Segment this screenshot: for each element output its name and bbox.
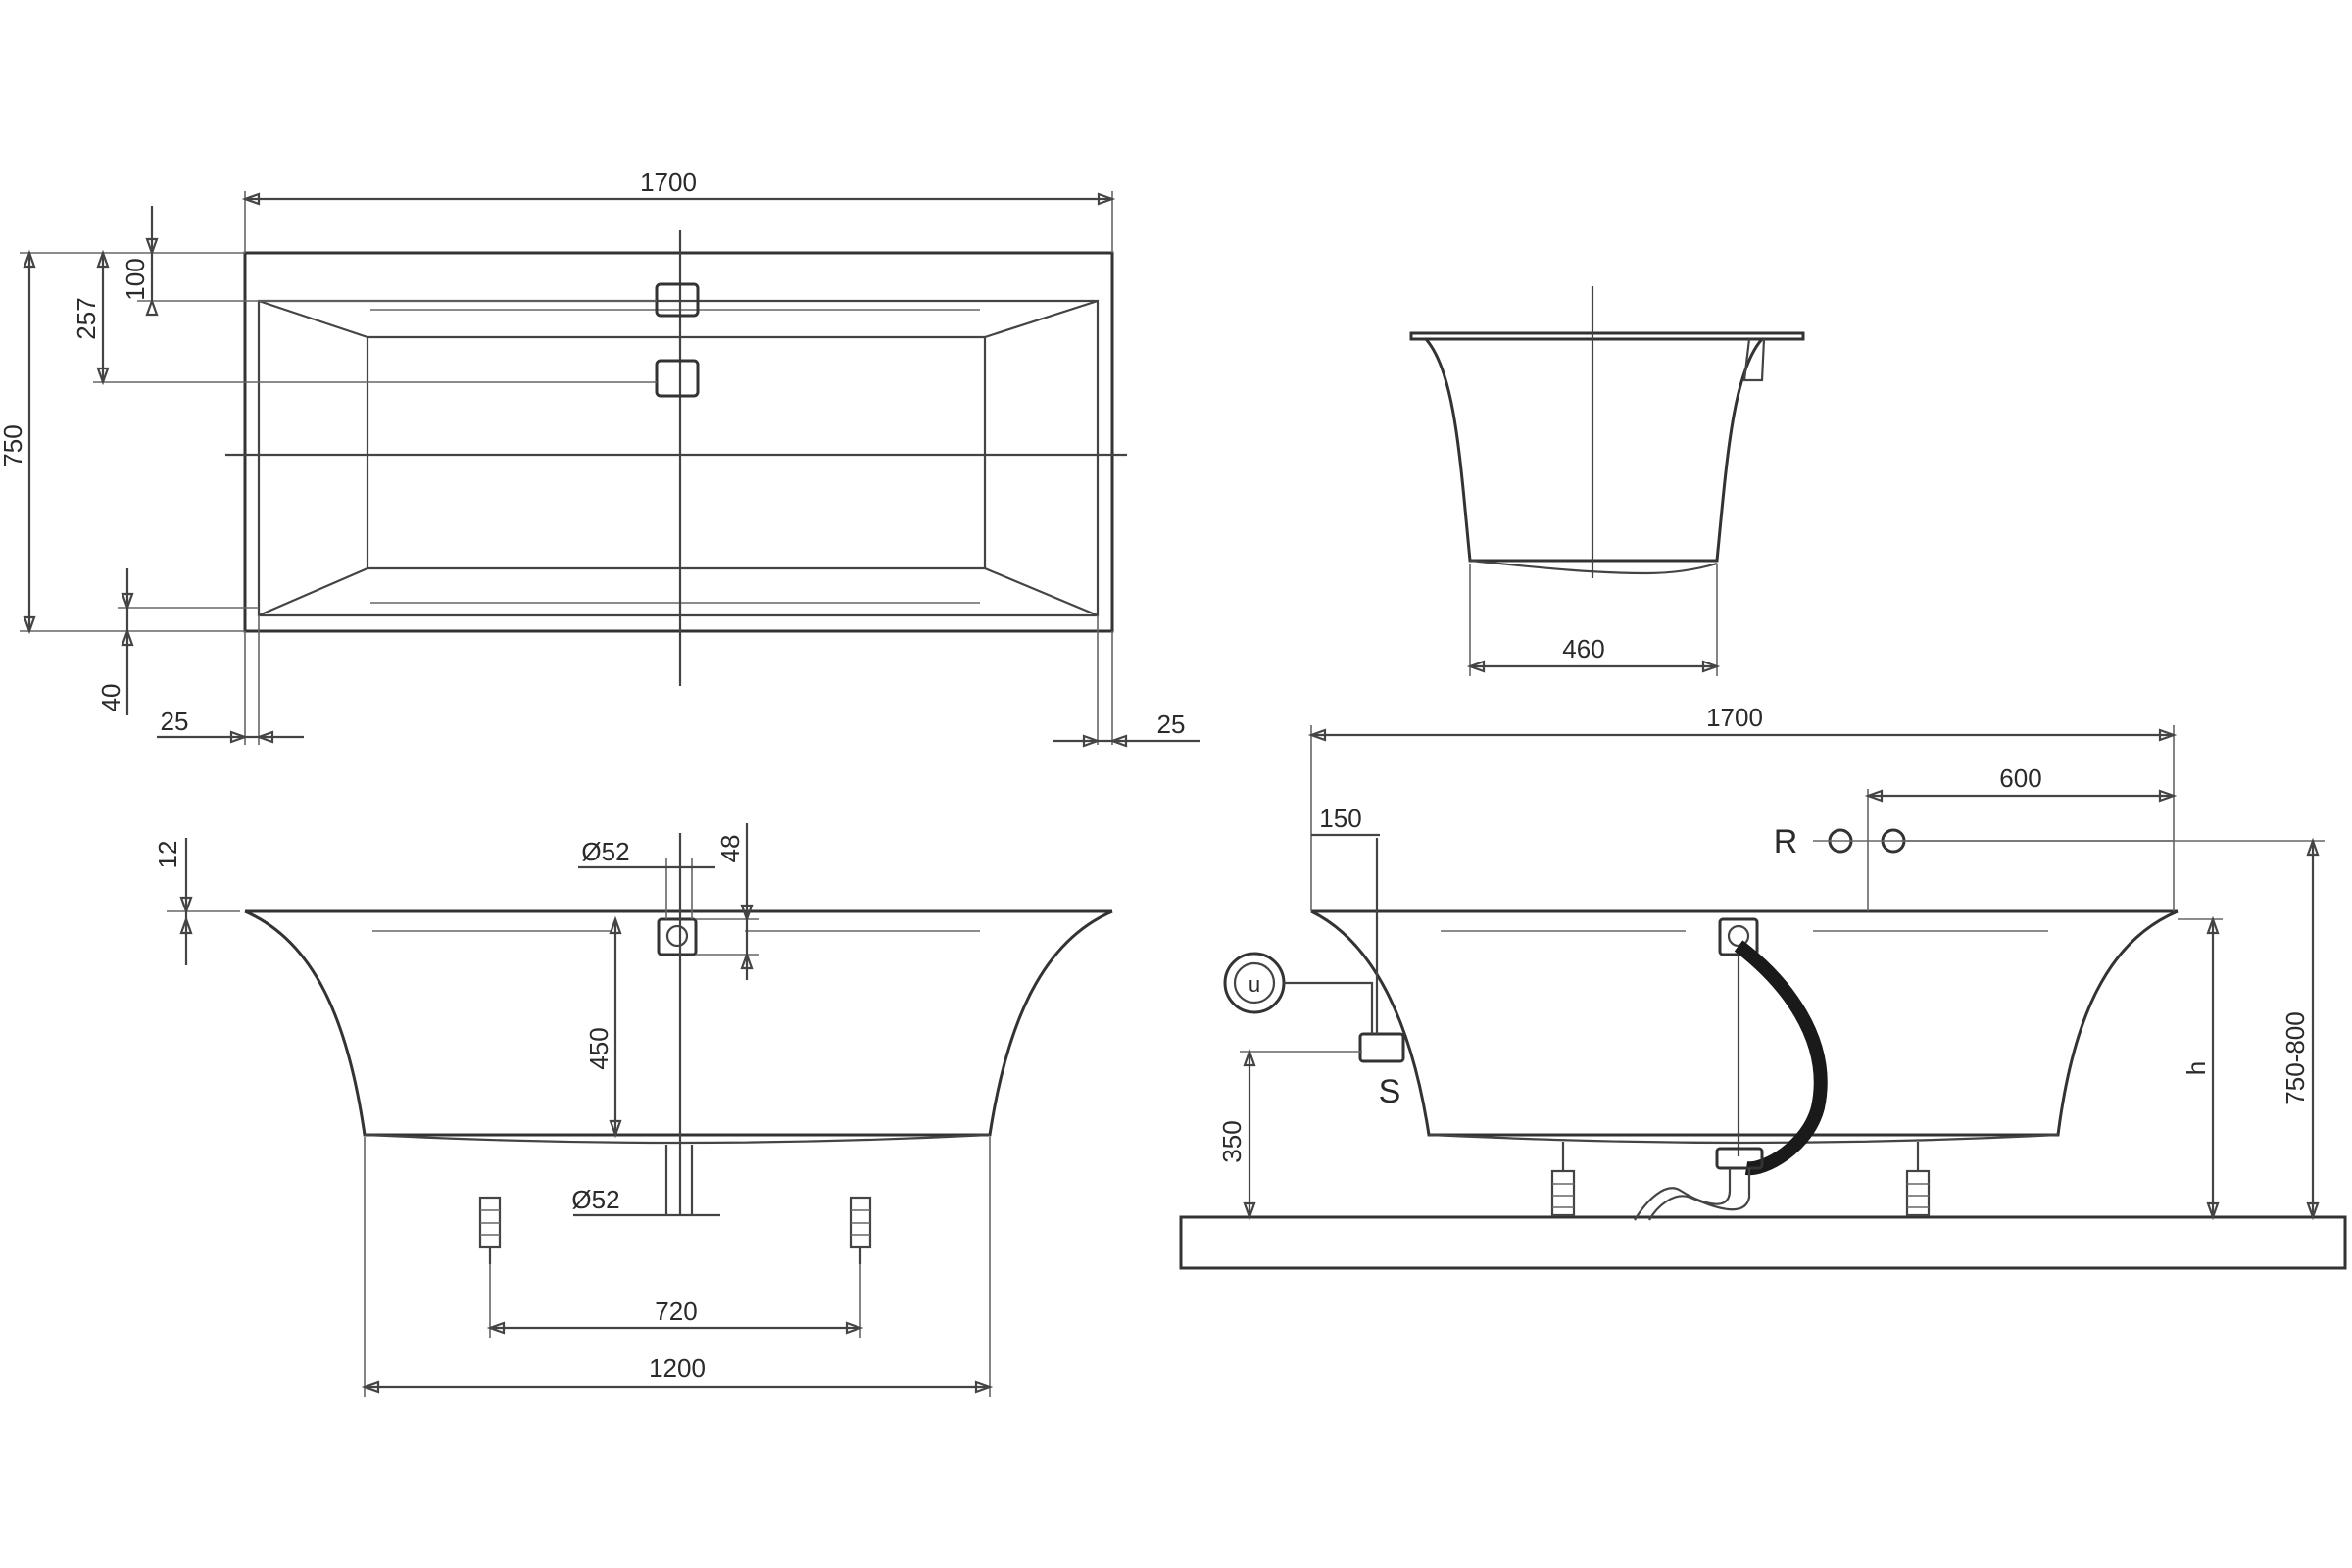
dim-720: 720: [655, 1297, 697, 1326]
dim-600: 600: [1999, 763, 2041, 793]
end-view: 460: [1409, 286, 1805, 676]
dim-length-top: 1700: [640, 168, 697, 197]
end-view-bottom: [1469, 559, 1718, 575]
end-view-rim: [1409, 331, 1805, 341]
dim-750-800: 750-800: [2280, 1011, 2310, 1104]
dim-25-right: 25: [1157, 710, 1186, 739]
install-body: [1310, 909, 2179, 1137]
front-view-body: [244, 909, 1113, 1137]
dim-dia52-top: Ø52: [581, 837, 629, 866]
drain-trap-icon: [1715, 1147, 1764, 1170]
spout-fitting-icon: [1358, 1032, 1405, 1063]
dim-48: 48: [715, 835, 745, 863]
end-view-overflow: [1742, 338, 1766, 382]
svg-text:u: u: [1249, 972, 1260, 997]
overflow-square-icon: [655, 282, 700, 318]
waste-pipe: [1634, 1168, 1732, 1221]
dim-460: 460: [1562, 634, 1604, 663]
install-foot-left-icon: [1550, 1142, 1576, 1217]
top-view: 1700 750 257 100 40 25 25: [0, 168, 1200, 748]
overflow-hose: [1734, 940, 1828, 1176]
dim-40: 40: [96, 684, 125, 712]
top-view-bevels: [258, 299, 1099, 617]
foot-right-icon: [849, 1196, 872, 1264]
dim-12: 12: [153, 841, 182, 869]
dim-25-left: 25: [161, 707, 189, 736]
installation-view: S u R 1700 600 150 350 h: [1179, 703, 2347, 1270]
top-view-rim-lines: [370, 309, 980, 604]
top-view-rim: [243, 251, 1114, 633]
dim-width-top: 750: [0, 424, 27, 466]
end-view-body: [1424, 338, 1764, 563]
dim-450: 450: [584, 1027, 613, 1069]
foot-left-icon: [478, 1196, 502, 1264]
top-view-basin: [366, 335, 987, 570]
dim-100: 100: [121, 258, 150, 300]
u-fitting-pipe: [1284, 981, 1374, 1034]
dim-350: 350: [1217, 1120, 1247, 1162]
dim-257: 257: [72, 297, 101, 339]
label-s: S: [1379, 1073, 1401, 1110]
dim-150: 150: [1319, 804, 1361, 833]
label-r: R: [1774, 823, 1798, 860]
overflow-fitting-icon: [657, 917, 698, 956]
label-h: h: [2181, 1061, 2211, 1075]
dim-1200: 1200: [649, 1353, 706, 1383]
dim-length-install: 1700: [1706, 703, 1763, 732]
front-view: 12 Ø52 48 450 Ø52 720 1200: [153, 823, 1113, 1396]
install-foot-right-icon: [1905, 1142, 1931, 1217]
floor-slab: [1179, 1215, 2347, 1270]
drain-square-icon: [655, 359, 700, 398]
dim-dia52-bottom: Ø52: [571, 1185, 619, 1214]
install-bottom: [1428, 1133, 2059, 1145]
